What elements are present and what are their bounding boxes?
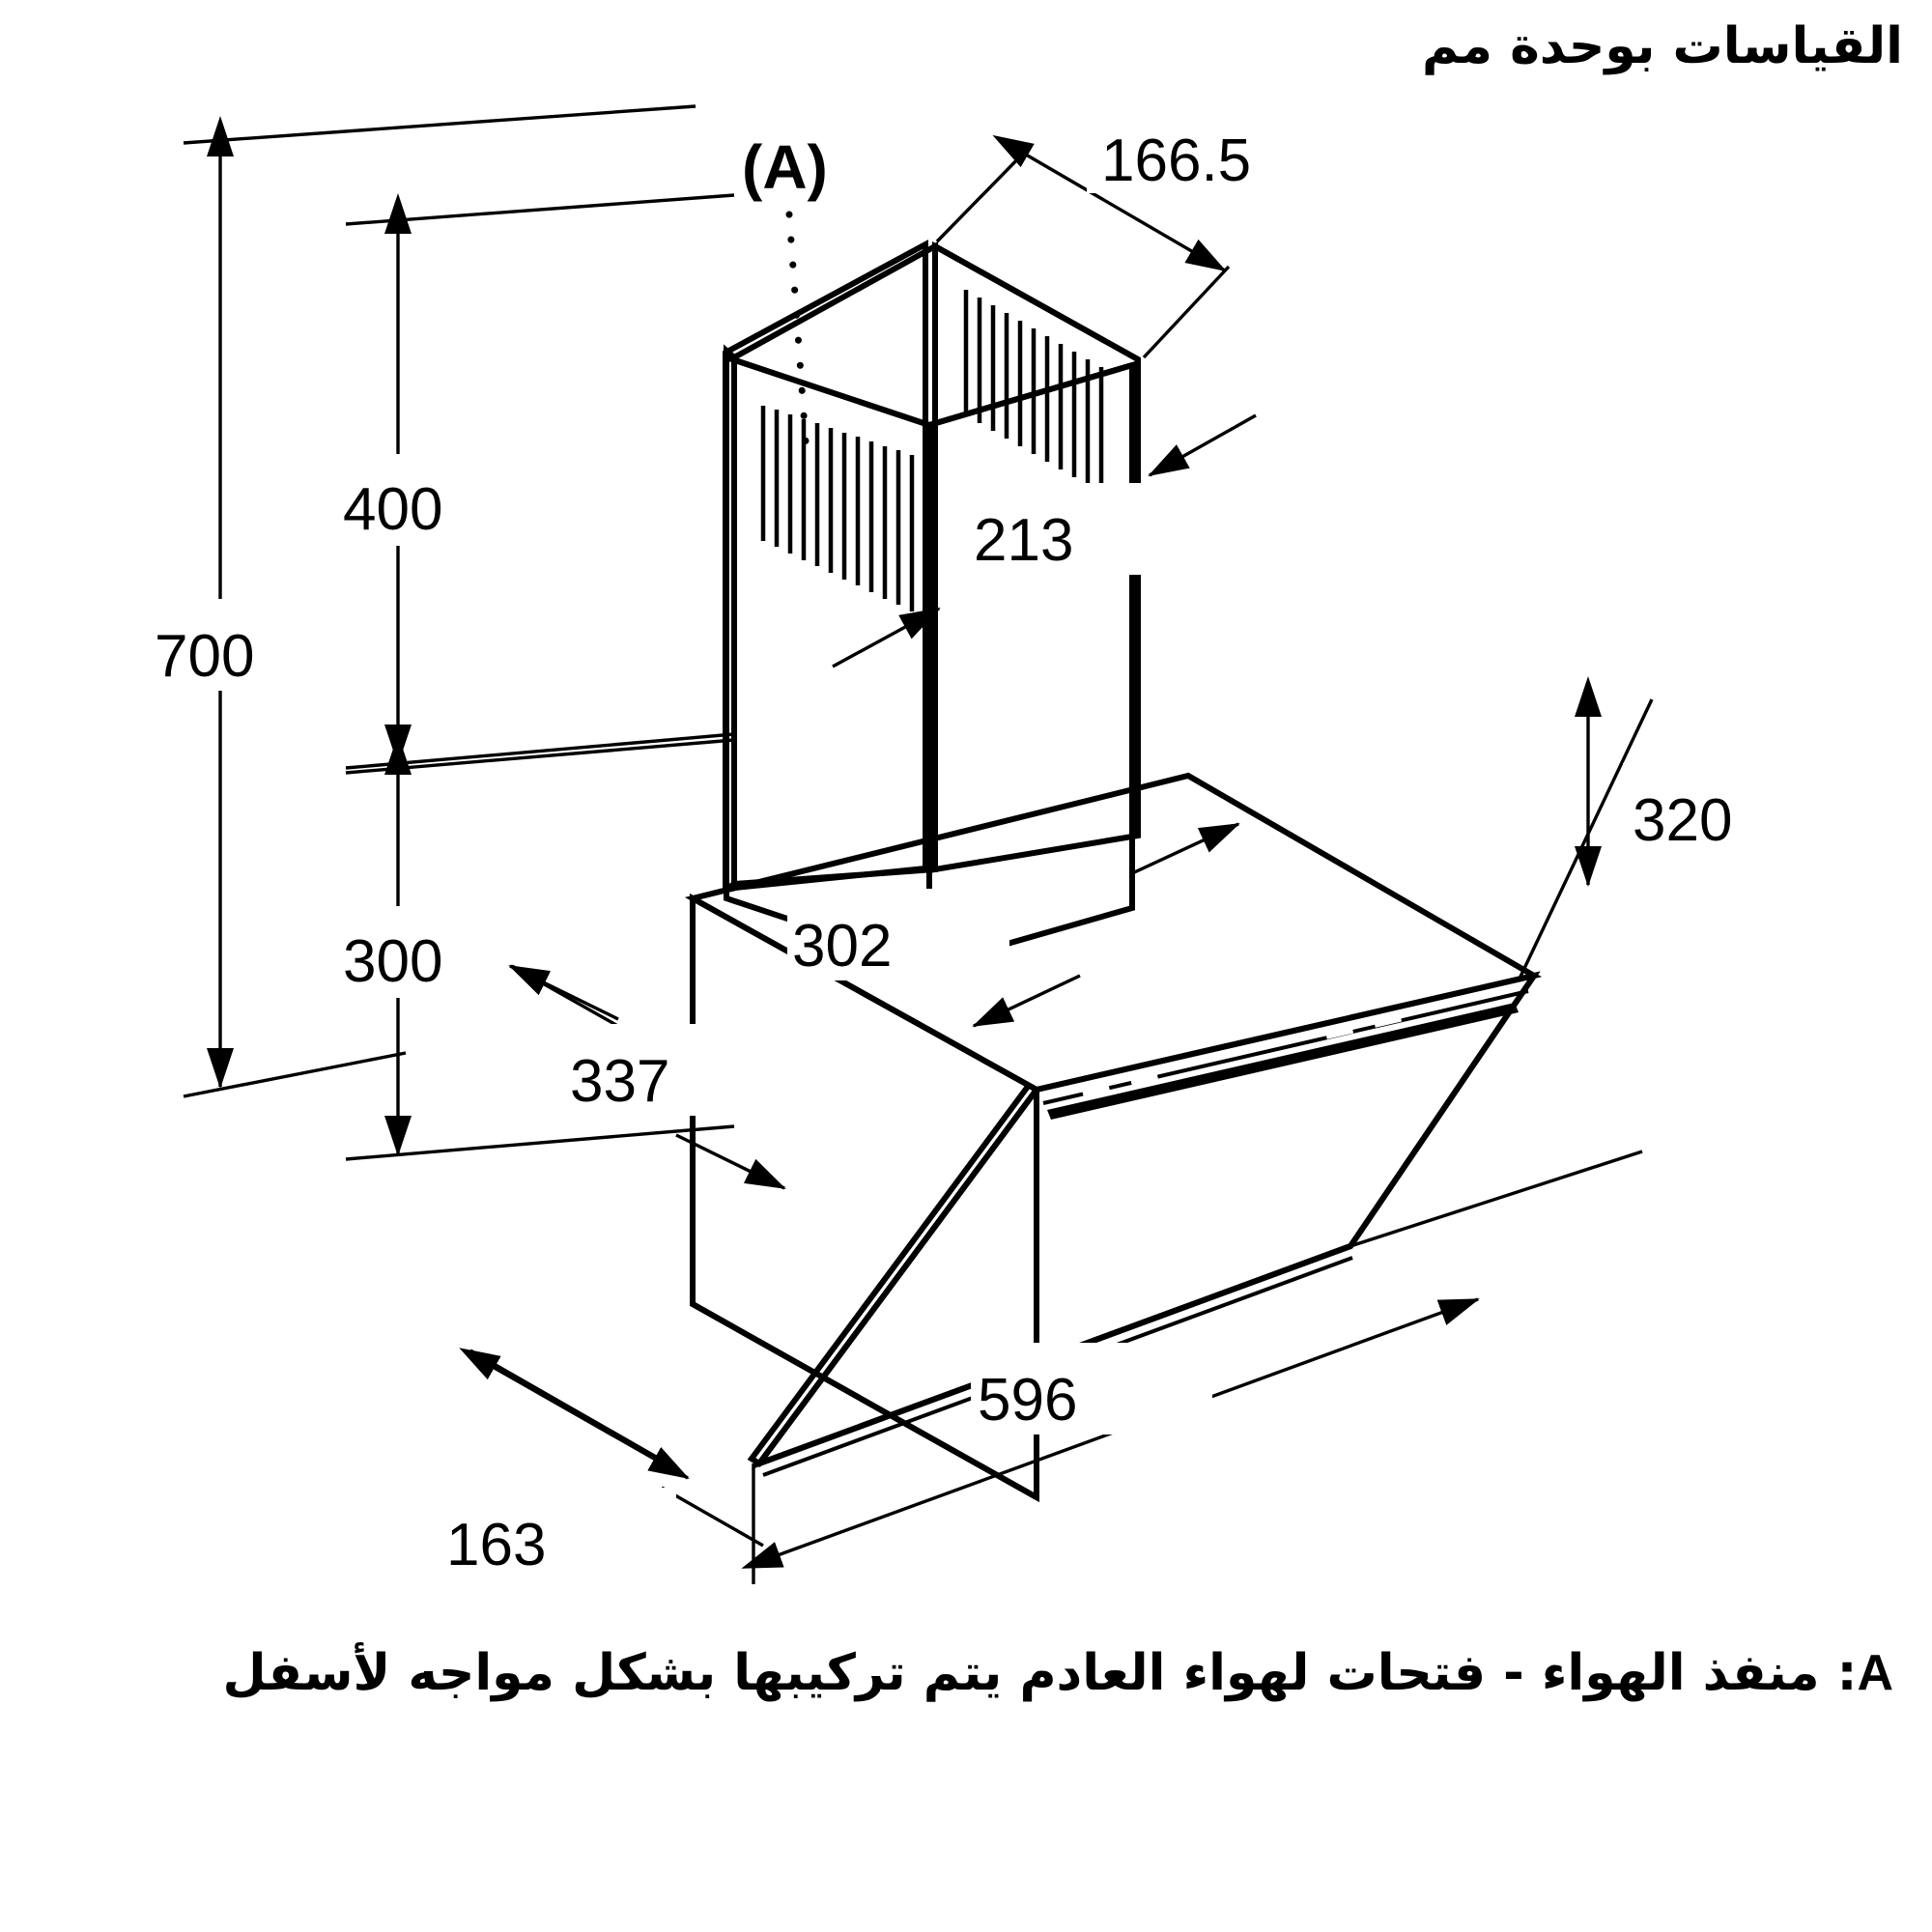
vent-slots-left (760, 406, 915, 611)
glass-panel-bevel (1042, 989, 1529, 1105)
control-panel-strip[interactable] (1047, 1003, 1519, 1120)
appliance-outline (684, 239, 1543, 1503)
lower-flue-top-edge (725, 355, 1133, 429)
dimension-163: 163 (440, 1348, 764, 1579)
callout-a: (A) (742, 132, 828, 458)
dimension-700-label: 700 (155, 623, 254, 690)
footnote-text: منفذ الهواء - فتحات لهواء العادم يتم ترك… (222, 1644, 1820, 1702)
dimension-596: 596 (741, 1297, 1480, 1584)
chimney-left-face (731, 241, 938, 888)
dimension-337: 337 (508, 964, 787, 1190)
dimension-166-5-label: 166.5 (1101, 128, 1251, 194)
dimension-166-5: 166.5 (935, 101, 1396, 359)
footnote-air-outlet: A: منفذ الهواء - فتحات لهواء العادم يتم … (58, 1642, 1893, 1705)
dimension-213: 213 (832, 413, 1257, 668)
chimney-top-rim (933, 243, 1140, 362)
callout-a-marker: (A) (742, 132, 828, 202)
dimension-320: 320 (1350, 676, 1845, 1248)
vent-slots-upper-right (963, 290, 1104, 493)
footnote-tag: A (1857, 1645, 1893, 1701)
dimension-400: 400 (336, 193, 735, 770)
dimension-300: 300 (336, 734, 735, 1161)
dimension-302-label: 302 (792, 913, 892, 980)
dimension-300-label: 300 (343, 928, 442, 995)
dimension-163-label: 163 (446, 1512, 546, 1578)
dimension-320-label: 320 (1633, 787, 1732, 854)
footnote-separator: : (1836, 1644, 1858, 1702)
riser-front-left-face (723, 239, 928, 893)
dimension-700: 700 (145, 104, 696, 1098)
callout-a-leader (785, 211, 810, 458)
units-note: القياسات بوحدة مم (1422, 17, 1903, 75)
dimension-337-label: 337 (570, 1048, 669, 1115)
dimension-302: 302 (787, 822, 1240, 1028)
dimension-596-label: 596 (978, 1367, 1077, 1434)
dimension-213-label: 213 (974, 507, 1073, 574)
dimension-400-label: 400 (343, 476, 442, 543)
